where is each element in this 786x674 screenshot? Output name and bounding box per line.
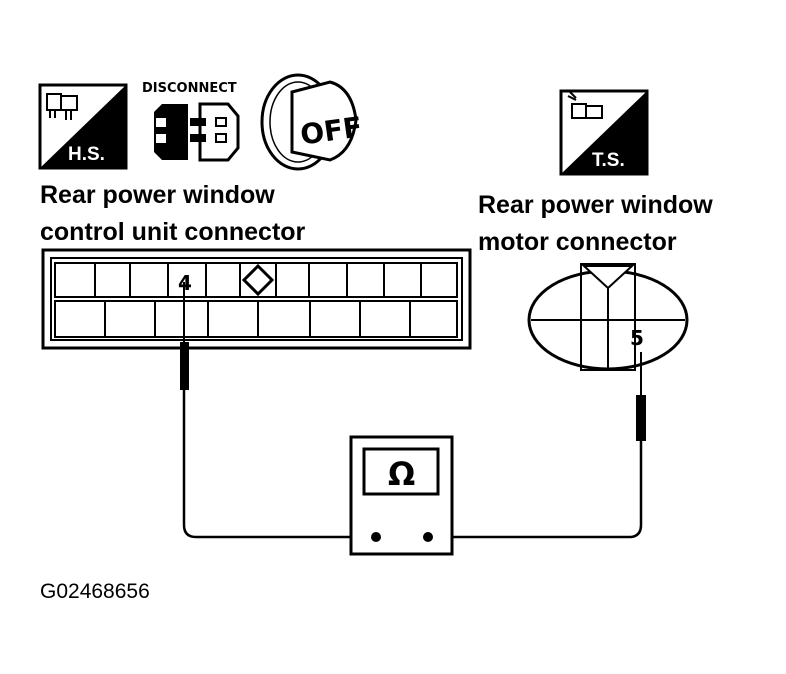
- connector-top-row: [54, 262, 458, 298]
- right-probe: [636, 395, 646, 441]
- connector-lock-diamond: [241, 263, 275, 297]
- meter-terminal-right: [423, 532, 433, 542]
- ignition-off-icon: OFF: [260, 73, 364, 171]
- harness-connector-glyph: [46, 93, 78, 120]
- motor-terminal-number: 5: [630, 326, 644, 350]
- test-leads: [180, 282, 646, 539]
- terminal-connector-glyph: [567, 91, 603, 119]
- figure-id: G02468656: [40, 580, 150, 603]
- left-probe: [180, 342, 189, 390]
- right-wire: [428, 441, 643, 539]
- ts-label: T.S.: [592, 150, 625, 171]
- motor-connector-key-triangle: [581, 265, 635, 290]
- disconnect-icon: DISCONNECT: [142, 81, 240, 162]
- connector-bottom-row: [54, 300, 458, 338]
- terminal-side-icon: T.S.: [559, 89, 649, 176]
- harness-side-icon: H.S.: [38, 83, 128, 170]
- disconnect-label: DISCONNECT: [142, 81, 237, 96]
- meter-terminal-left: [371, 532, 381, 542]
- motor-title-line1: Rear power window: [478, 191, 713, 219]
- control-unit-connector: 4: [41, 248, 472, 350]
- ohmmeter-display: [362, 447, 440, 496]
- left-wire: [182, 390, 376, 539]
- ohmmeter: Ω: [349, 435, 454, 556]
- motor-connector: 5: [527, 263, 689, 371]
- motor-title-line2: motor connector: [478, 228, 677, 256]
- ohm-symbol: Ω: [388, 455, 415, 493]
- control-unit-title-line2: control unit connector: [40, 218, 306, 246]
- control-unit-title-line1: Rear power window: [40, 181, 275, 209]
- hs-label: H.S.: [68, 144, 105, 165]
